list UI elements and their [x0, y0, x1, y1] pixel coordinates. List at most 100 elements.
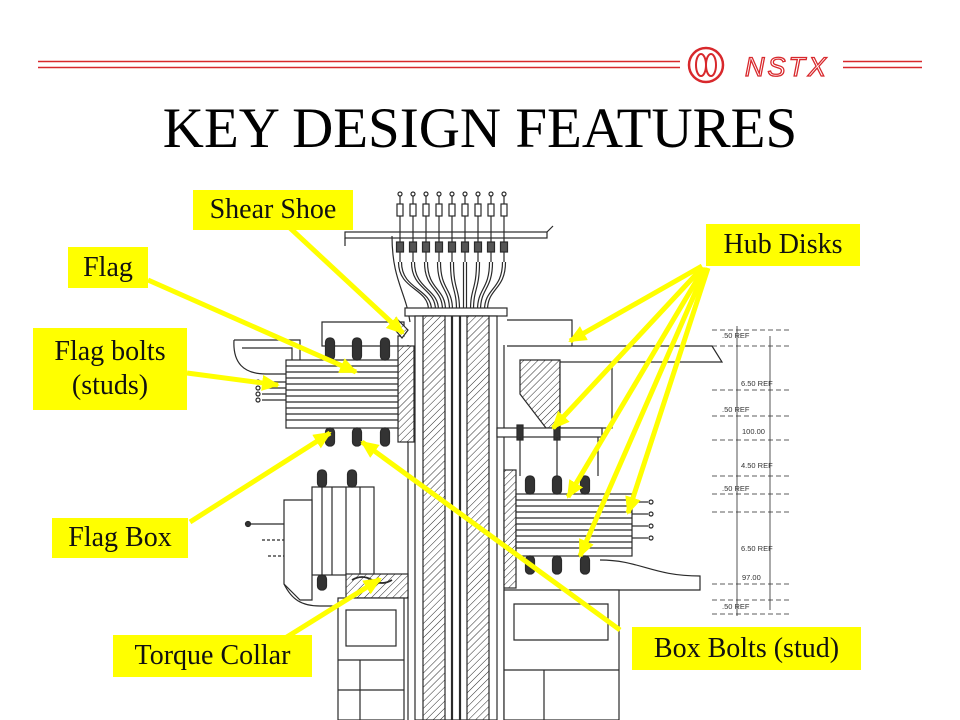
right-stud-nut	[648, 499, 654, 505]
arrow-hub-disks-2	[551, 266, 704, 430]
dimension-label: .50 REF	[722, 484, 750, 493]
lead-pin-cap	[501, 191, 507, 197]
right-stud-nut	[648, 511, 654, 517]
right-stud-nut	[648, 523, 654, 529]
callout-shear-shoe-label: Shear Shoe	[209, 194, 337, 225]
lead-connector	[500, 203, 508, 217]
lead-pin-cap	[462, 191, 468, 197]
lead-wire	[413, 261, 440, 311]
hub-inner-sleeve	[503, 469, 517, 589]
lead-ferrule	[473, 241, 483, 253]
dimension-label: 100.00	[742, 427, 765, 436]
flag-stud-nut	[255, 385, 261, 391]
callout-flag-bolts-line1: Flag bolts	[54, 336, 166, 367]
lead-wire	[486, 261, 507, 311]
lead-connector	[474, 203, 482, 217]
slide-title: KEY DESIGN FEATURES	[162, 97, 798, 160]
dimension-label: 6.50 REF	[741, 544, 773, 553]
lead-wire	[479, 261, 494, 311]
dimension-label: .50 REF	[722, 405, 750, 414]
flag-box-bolt	[316, 469, 328, 488]
hub-top-bracket	[507, 319, 724, 363]
flag-plate-stack-right	[515, 493, 633, 557]
callout-flag-label: Flag	[83, 251, 133, 283]
lead-wire	[439, 261, 454, 311]
dimension-label: .50 REF	[722, 331, 750, 340]
arrow-flag-bolts	[186, 370, 280, 391]
lead-wire	[483, 261, 504, 311]
box-bolt-head	[551, 475, 563, 495]
lead-wire	[426, 261, 447, 311]
callout-shear-shoe: Shear Shoe	[193, 190, 353, 230]
lead-ferrule	[486, 241, 496, 253]
arrow-hub-disks-3	[565, 266, 707, 499]
lead-pin-cap	[410, 191, 416, 197]
lead-ferrule	[434, 241, 444, 253]
arrow-shear-shoe	[288, 226, 405, 335]
lead-plate-edge	[344, 225, 554, 246]
hub-disk-upper	[519, 359, 561, 429]
lead-wire	[449, 261, 458, 311]
lead-connector	[448, 203, 456, 217]
lead-connector	[409, 203, 417, 217]
callout-hub-disks-label: Hub Disks	[723, 229, 843, 260]
center-stack-shaft	[404, 307, 508, 720]
lead-pin-cap	[436, 191, 442, 197]
flag-stud-nut	[255, 391, 261, 397]
lead-wire	[476, 261, 491, 311]
lead-pin-cap	[449, 191, 455, 197]
lead-ferrule	[460, 241, 470, 253]
flag-box-body	[311, 486, 375, 576]
hub-disk-plate	[496, 427, 603, 438]
flag-box-lead-dashed	[262, 539, 284, 557]
lead-connector	[396, 203, 404, 217]
callout-arrows	[146, 226, 711, 643]
lower-housing-left	[337, 597, 405, 720]
flag-plate-stack	[285, 359, 399, 429]
shaft-insulation-left	[422, 315, 446, 720]
flag-bolt-head	[379, 337, 391, 361]
lead-pin-cap	[397, 191, 403, 197]
flag-bolt-nut	[351, 427, 363, 447]
flag-bolt-nut	[379, 427, 391, 447]
flag-box-base-curve	[283, 583, 338, 607]
arrow-hub-disks-4	[577, 266, 709, 558]
flag-stud-nut	[255, 397, 261, 403]
arrow-hub-disks-5	[625, 267, 711, 515]
lead-pin-cap	[475, 191, 481, 197]
arrow-flag	[146, 277, 358, 375]
callout-torque-collar-label: Torque Collar	[134, 640, 291, 671]
shear-shoe-insert	[397, 345, 415, 443]
lead-support-plate	[344, 231, 548, 239]
right-stud-nut	[648, 535, 654, 541]
lead-connector	[435, 203, 443, 217]
lead-ferrule	[408, 241, 418, 253]
callout-flag-bolts-line2: (studs)	[71, 370, 149, 401]
lead-ferrule	[421, 241, 431, 253]
dimension-label: .50 REF	[722, 602, 750, 611]
lead-pin-cap	[488, 191, 494, 197]
instrument-lead-bundle	[344, 191, 554, 323]
lead-wire	[423, 261, 444, 311]
lower-housing-right-lines	[504, 603, 619, 720]
callout-flag-bolts: Flag bolts (studs)	[33, 328, 187, 410]
box-bolt-head	[524, 475, 536, 495]
lead-ferrule	[447, 241, 457, 253]
logo-inner-right	[705, 53, 717, 77]
lead-ferrule	[395, 241, 405, 253]
dimension-label: 97.00	[742, 573, 761, 582]
lead-wire	[397, 261, 430, 311]
flag-box-side-plate	[283, 499, 313, 601]
callout-box-bolts: Box Bolts (stud)	[632, 627, 861, 670]
lead-wire	[436, 261, 451, 311]
flag-box	[244, 469, 375, 607]
lead-wire	[410, 261, 437, 311]
lead-connector	[461, 203, 469, 217]
box-bolt-nut	[551, 555, 563, 575]
lead-wire	[469, 261, 478, 311]
dimension-label: 6.50 REF	[741, 379, 773, 388]
callout-flag-box-label: Flag Box	[68, 522, 172, 553]
callout-flag: Flag	[68, 247, 148, 288]
callout-flag-box: Flag Box	[52, 518, 188, 558]
flag-box-lead-end	[244, 520, 252, 528]
